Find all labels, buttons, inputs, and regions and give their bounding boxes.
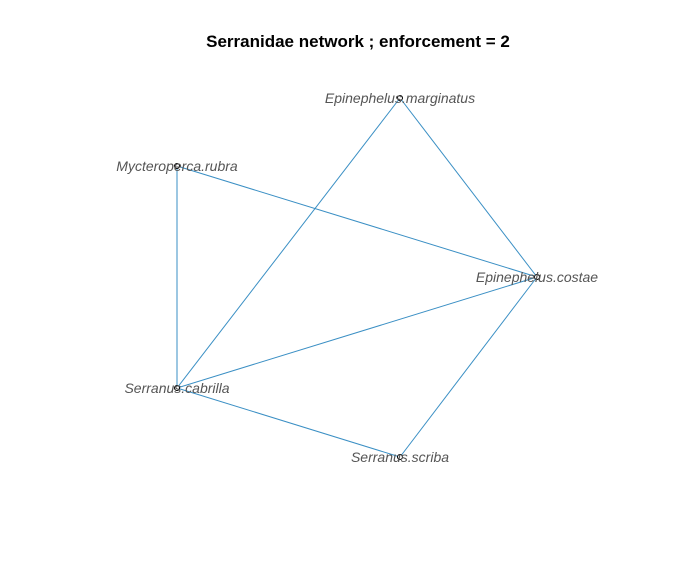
edge-cabrilla-scriba: [176, 387, 401, 458]
edge-marginatus-costae: [399, 97, 538, 278]
node-label-marginatus: Epinephelus.marginatus: [325, 90, 475, 106]
node-label-cabrilla: Serranus.cabrilla: [124, 380, 229, 396]
node-label-costae: Epinephelus.costae: [476, 269, 598, 285]
edge-marginatus-cabrilla: [176, 97, 401, 389]
labels-group: Epinephelus.marginatusMycteroperca.rubra…: [116, 90, 598, 465]
diagram-title: Serranidae network ; enforcement = 2: [206, 32, 510, 51]
node-costae: [534, 274, 540, 280]
edge-rubra-costae: [176, 165, 538, 278]
nodes-group: [174, 95, 540, 460]
edge-scriba-costae: [399, 276, 538, 458]
node-marginatus: [397, 95, 403, 101]
edges-group: [176, 97, 538, 458]
node-label-rubra: Mycteroperca.rubra: [116, 158, 238, 174]
node-label-scriba: Serranus.scriba: [351, 449, 449, 465]
node-rubra: [174, 163, 180, 169]
node-cabrilla: [174, 385, 180, 391]
node-scriba: [397, 454, 403, 460]
edge-cabrilla-costae: [176, 276, 538, 389]
